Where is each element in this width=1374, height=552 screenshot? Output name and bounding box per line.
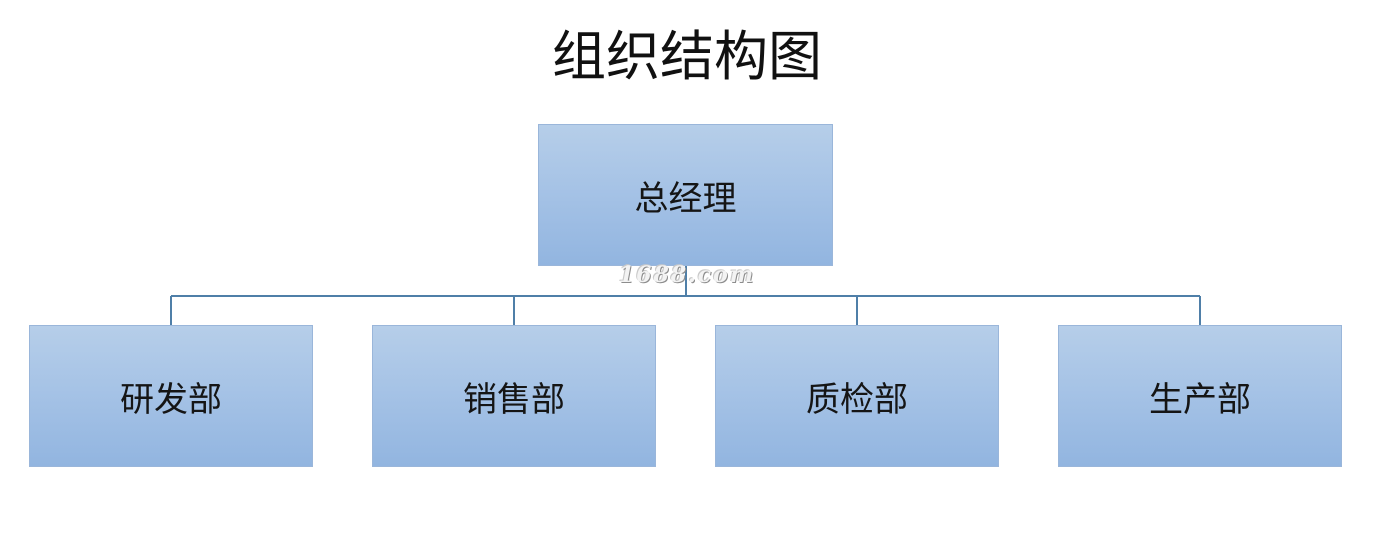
node-sales-dept[interactable]: 销售部: [372, 325, 656, 467]
node-research-dept[interactable]: 研发部: [29, 325, 313, 467]
node-production-dept[interactable]: 生产部: [1058, 325, 1342, 467]
node-label: 总经理: [634, 178, 737, 219]
node-quality-dept[interactable]: 质检部: [715, 325, 999, 467]
watermark-text: 1688.com: [618, 262, 756, 288]
node-general-manager[interactable]: 总经理: [538, 124, 833, 266]
node-label: 研发部: [120, 379, 222, 420]
node-label: 生产部: [1149, 379, 1251, 420]
chart-title: 组织结构图: [552, 25, 822, 88]
node-label: 销售部: [463, 379, 565, 420]
node-label: 质检部: [806, 379, 908, 420]
